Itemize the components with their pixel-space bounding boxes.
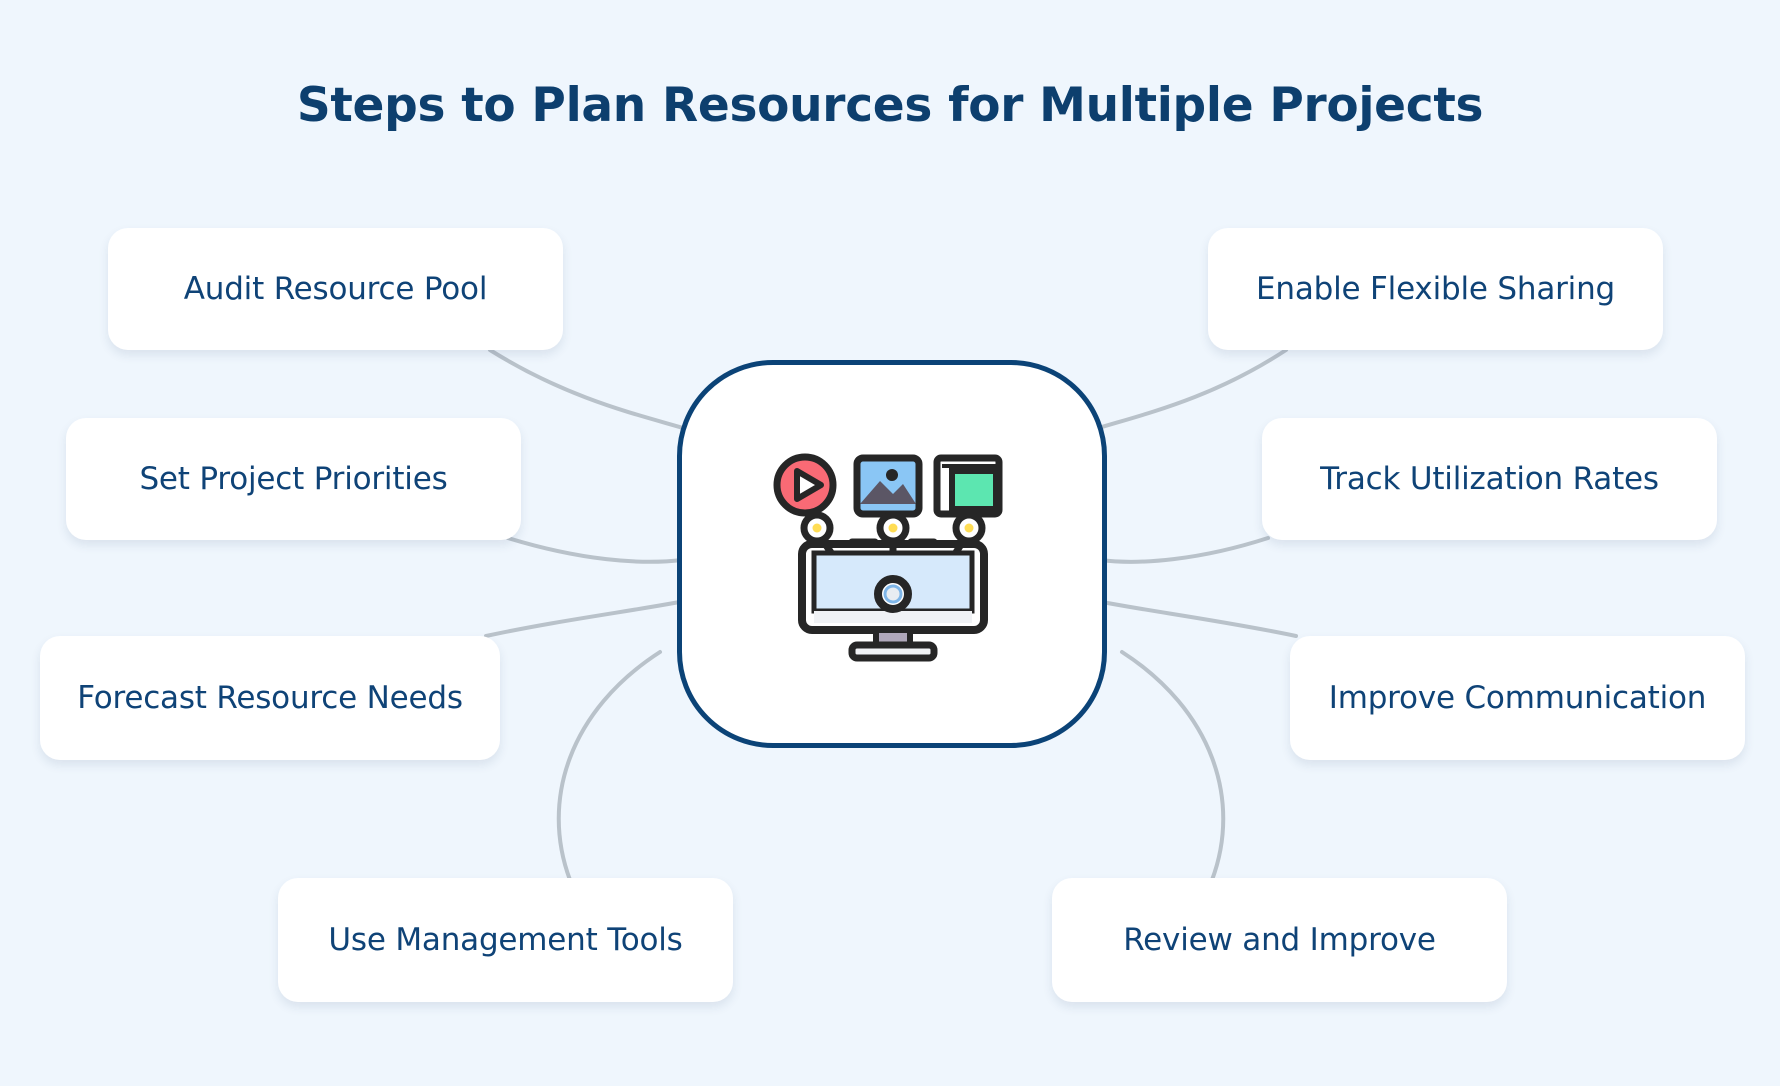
media-analytics-monitor-icon [773,453,1003,662]
connector-track [1098,536,1270,564]
card-audit-resource-pool[interactable]: Audit Resource Pool [108,228,563,350]
card-review-and-improve[interactable]: Review and Improve [1052,878,1507,1002]
card-improve-communication[interactable]: Improve Communication [1290,636,1745,760]
card-track-utilization-rates[interactable]: Track Utilization Rates [1262,418,1717,540]
card-label: Enable Flexible Sharing [1256,270,1615,307]
card-label: Forecast Resource Needs [77,679,463,716]
document-icon [933,454,1003,518]
page-title: Steps to Plan Resources for Multiple Pro… [296,78,1484,133]
card-set-project-priorities[interactable]: Set Project Priorities [66,418,521,540]
card-label: Use Management Tools [328,921,683,958]
card-enable-flexible-sharing[interactable]: Enable Flexible Sharing [1208,228,1663,350]
connector-tools [556,650,662,882]
connector-improve [1090,598,1298,638]
chart-node-dots [800,511,986,545]
card-label: Set Project Priorities [139,460,448,497]
card-label: Improve Communication [1328,679,1707,716]
card-label: Track Utilization Rates [1320,460,1659,497]
connector-flexible [1090,348,1288,432]
connector-review [1120,650,1226,882]
card-use-management-tools[interactable]: Use Management Tools [278,878,733,1002]
image-photo-icon [853,454,923,518]
monitor-icon [798,540,988,662]
connector-audit [488,348,692,432]
central-hub [677,360,1107,748]
connector-priorities [506,536,684,564]
play-button-icon [773,453,837,517]
connector-forecast [484,598,692,638]
card-label: Audit Resource Pool [183,270,488,307]
card-forecast-resource-needs[interactable]: Forecast Resource Needs [40,636,500,760]
card-label: Review and Improve [1123,921,1436,958]
